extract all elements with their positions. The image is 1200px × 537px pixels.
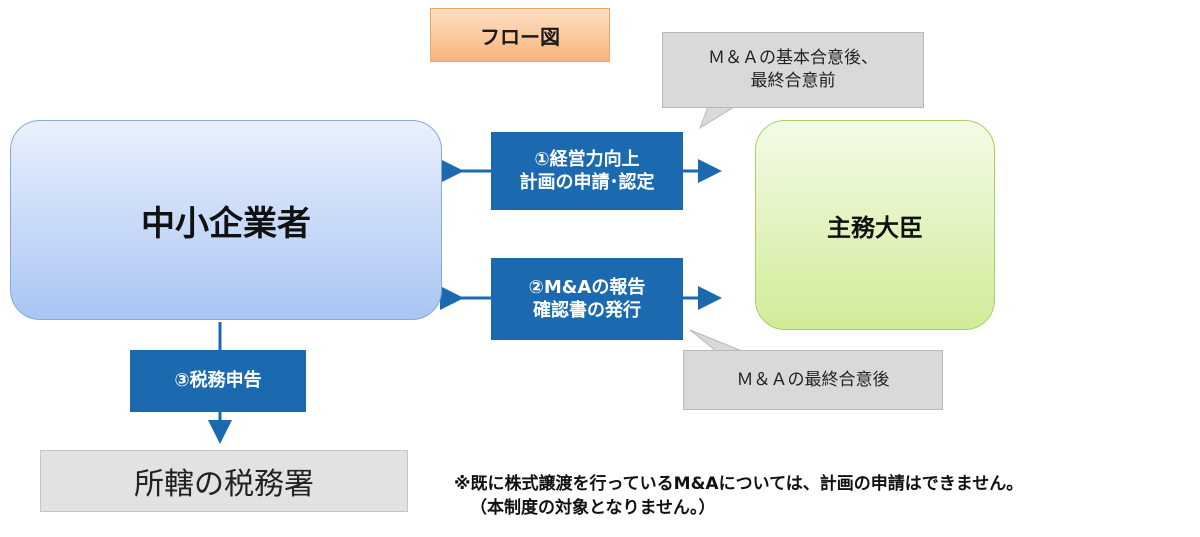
callout-final-agreement: Ｍ＆Ａの最終合意後 bbox=[683, 350, 943, 410]
step-plan-line2: 計画の申請･認定 bbox=[519, 172, 655, 193]
flow-title: フロー図 bbox=[430, 8, 610, 62]
tax-office-node: 所轄の税務署 bbox=[40, 450, 408, 512]
minister-node: 主務大臣 bbox=[755, 120, 995, 330]
smb-label: 中小企業者 bbox=[141, 203, 311, 244]
step-report-line2: 確認書の発行 bbox=[533, 300, 641, 321]
step-plan-line1: ①経営力向上 bbox=[534, 148, 640, 170]
callout-bottom-tail bbox=[689, 329, 743, 352]
step-tax-label: ③税務申告 bbox=[130, 350, 306, 412]
callout-top-tail bbox=[699, 106, 736, 130]
footnote: ※既に株式譲渡を行っているM&Aについては、計画の申請はできません。 （本制度の… bbox=[454, 473, 1198, 521]
callout-bottom-line1: Ｍ＆Ａの最終合意後 bbox=[736, 369, 890, 390]
footnote-line2: （本制度の対象となりません。） bbox=[470, 497, 716, 518]
minister-label: 主務大臣 bbox=[827, 213, 923, 242]
callout-top-line1: Ｍ＆Ａの基本合意後、 bbox=[708, 48, 878, 69]
callout-top-line2: 最終合意前 bbox=[750, 71, 836, 91]
smb-node: 中小企業者 bbox=[10, 120, 442, 320]
tax-office-label: 所轄の税務署 bbox=[134, 467, 314, 502]
step-tax-line1: ③税務申告 bbox=[174, 370, 262, 392]
step-plan-label: ①経営力向上 計画の申請･認定 bbox=[491, 132, 683, 210]
step-report-label: ②M&Aの報告 確認書の発行 bbox=[491, 258, 683, 340]
footnote-line1: ※既に株式譲渡を行っているM&Aについては、計画の申請はできません。 bbox=[454, 474, 1024, 494]
step-report-line1: ②M&Aの報告 bbox=[528, 276, 646, 298]
callout-basic-agreement: Ｍ＆Ａの基本合意後、 最終合意前 bbox=[662, 32, 924, 108]
